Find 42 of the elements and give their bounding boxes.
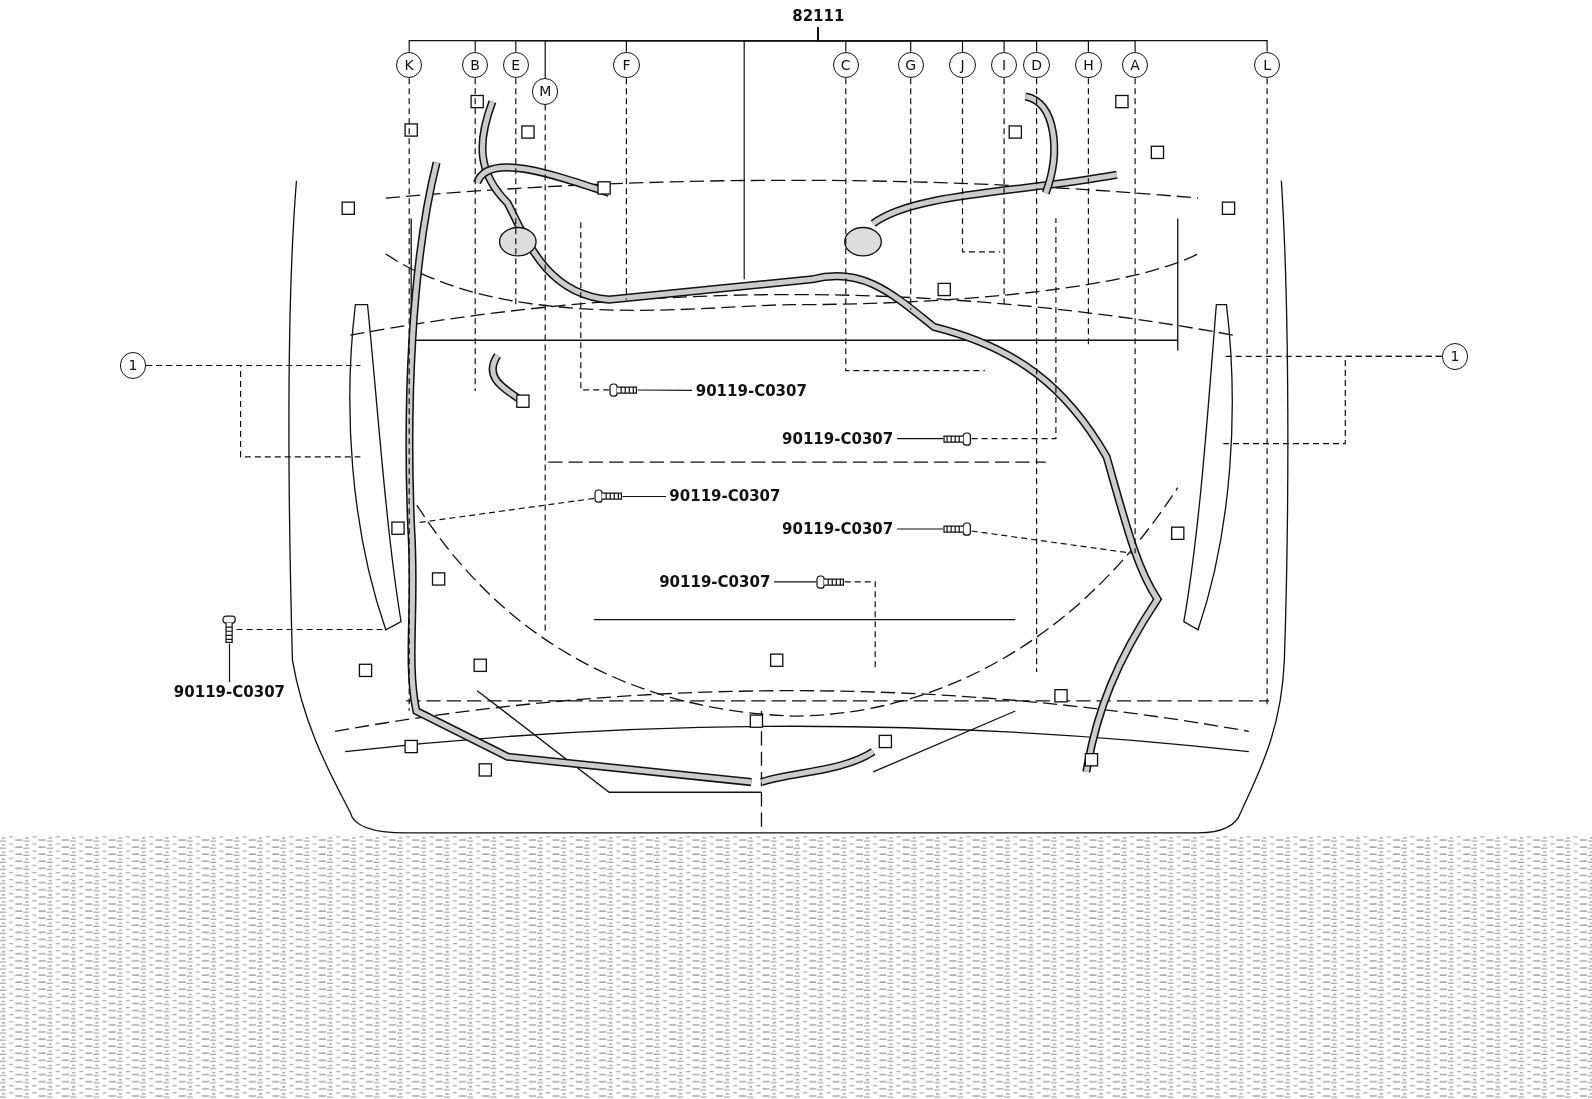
callout-circle: C — [832, 51, 859, 79]
leader-line — [773, 581, 817, 583]
callout-circle: E — [502, 51, 529, 79]
leader-line — [637, 389, 693, 391]
leader-line — [621, 495, 667, 498]
leader-line — [1036, 77, 1038, 673]
leader-line — [1087, 77, 1089, 346]
callout-circle: 1 — [1441, 343, 1469, 370]
callout-circle: H — [1075, 51, 1102, 79]
leader-line — [228, 643, 231, 683]
callout-circle: L — [1253, 51, 1281, 79]
bolt-icon — [222, 615, 237, 644]
bolt-icon — [816, 574, 845, 589]
leader-line — [971, 217, 1057, 440]
leader-line — [515, 77, 517, 306]
leader-line — [1222, 355, 1443, 445]
leader-line — [1134, 77, 1136, 554]
callout-circle: I — [990, 51, 1018, 79]
callout-circle: G — [897, 51, 924, 79]
callout-circle: A — [1121, 51, 1149, 79]
leader-line — [625, 77, 627, 301]
leader-line — [961, 77, 1001, 253]
bolt-icon — [609, 382, 638, 397]
leader-line — [145, 364, 361, 458]
callout-circle: F — [613, 51, 640, 79]
leader-line — [845, 77, 986, 372]
callout-circle: M — [532, 78, 559, 105]
callout-circle: 1 — [119, 352, 147, 379]
bolt-icon — [943, 431, 972, 446]
leader-line — [971, 530, 1133, 554]
callout-circle: J — [949, 51, 976, 79]
bolt-icon — [593, 489, 623, 504]
leader-line — [1003, 77, 1005, 306]
leader-line — [910, 77, 912, 311]
callout-circle: D — [1023, 51, 1050, 79]
callout-circle: K — [395, 51, 423, 79]
leader-line — [474, 77, 476, 392]
leader-line — [895, 528, 944, 530]
leader-line — [408, 77, 410, 712]
leader-line — [895, 438, 944, 440]
callout-circle: B — [461, 51, 489, 79]
bolt-icon — [943, 521, 972, 537]
